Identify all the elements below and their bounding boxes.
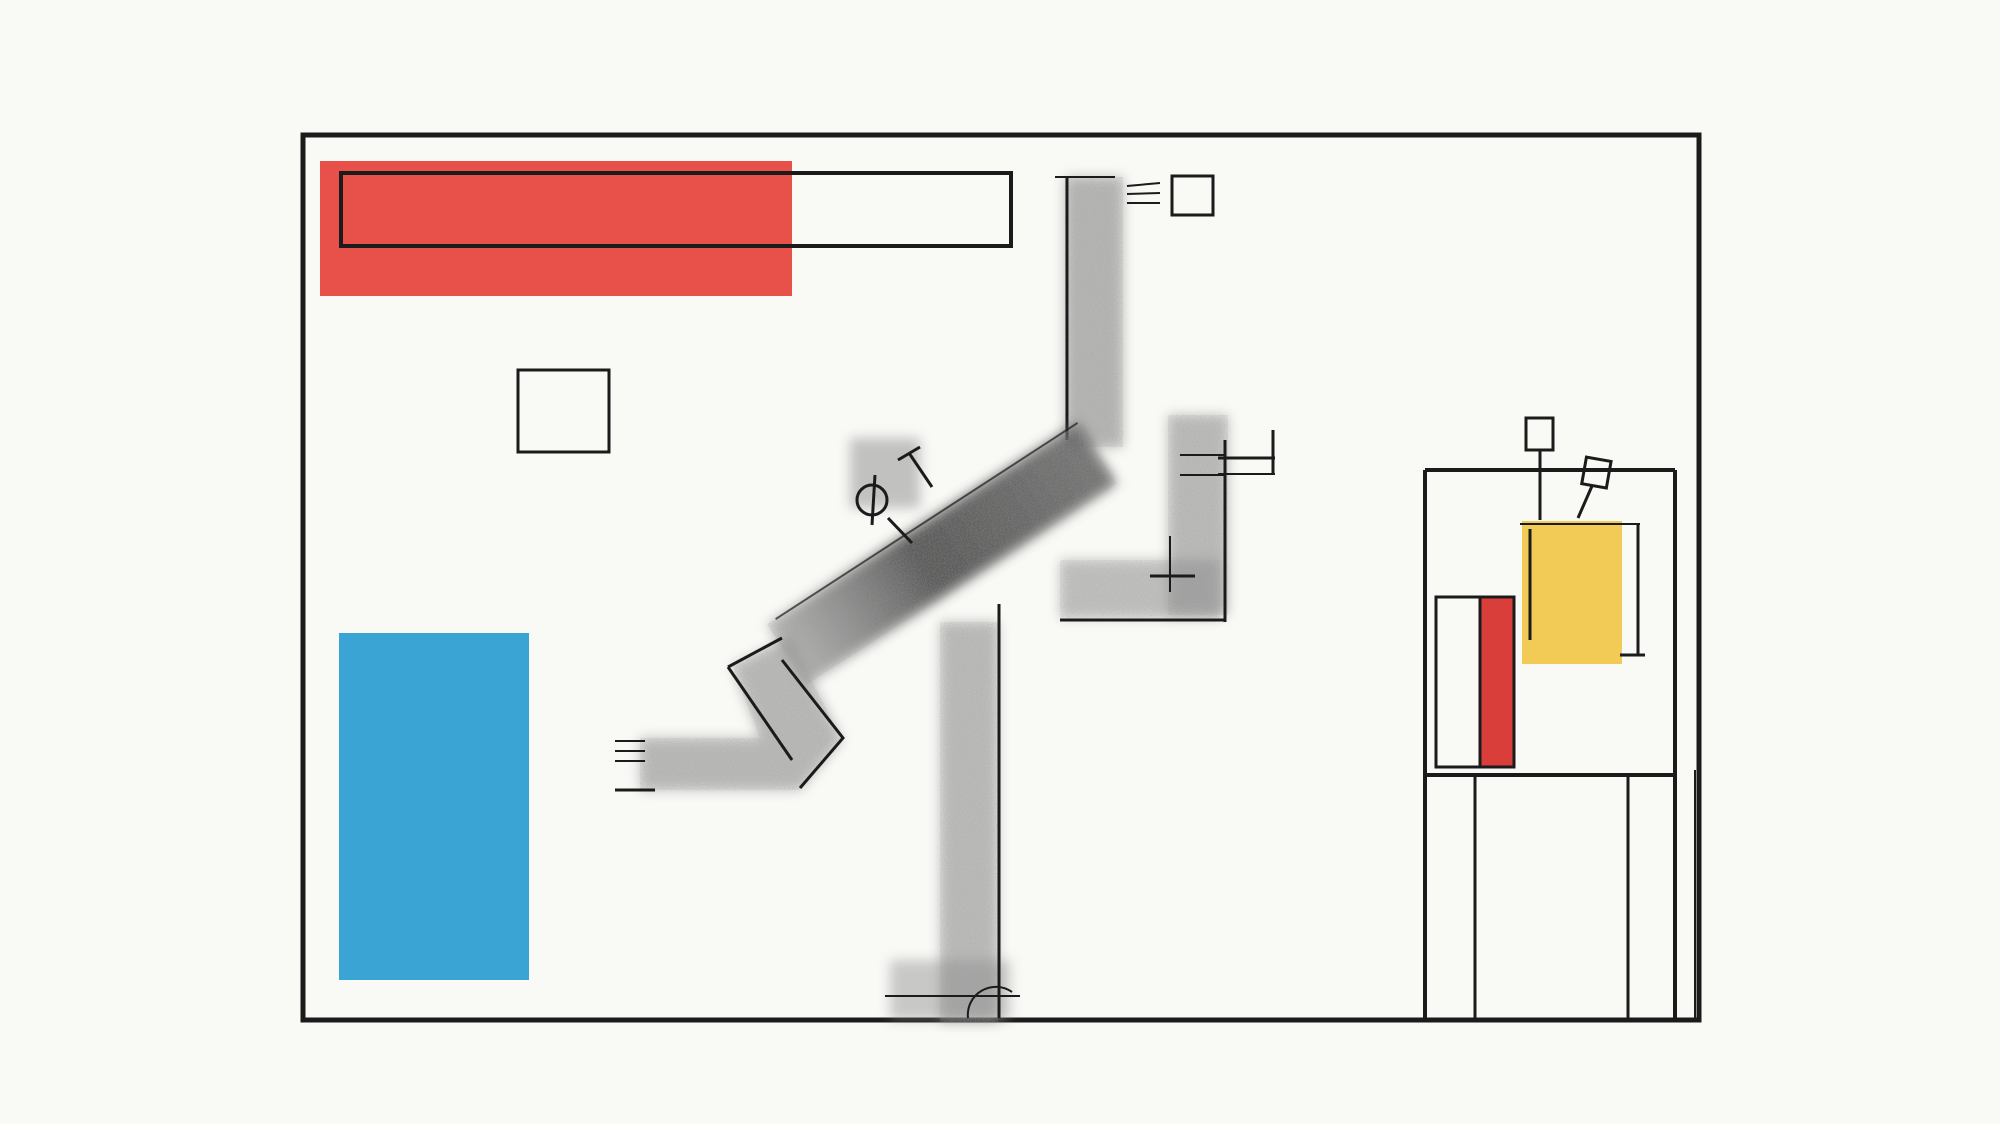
small-outlined-square [516, 368, 611, 454]
charcoal-shapes [615, 174, 1275, 1022]
cabinet-structure [1423, 416, 1696, 1018]
cabinet-red-strip [1478, 595, 1516, 769]
long-outlined-bar [339, 171, 1013, 248]
small-square-top [1170, 174, 1215, 217]
blue-block [339, 633, 529, 980]
yellow-block [1522, 521, 1622, 664]
small-square-cabinet-2 [1580, 455, 1613, 490]
red-block [320, 161, 792, 296]
small-square-cabinet-1 [1524, 416, 1555, 452]
